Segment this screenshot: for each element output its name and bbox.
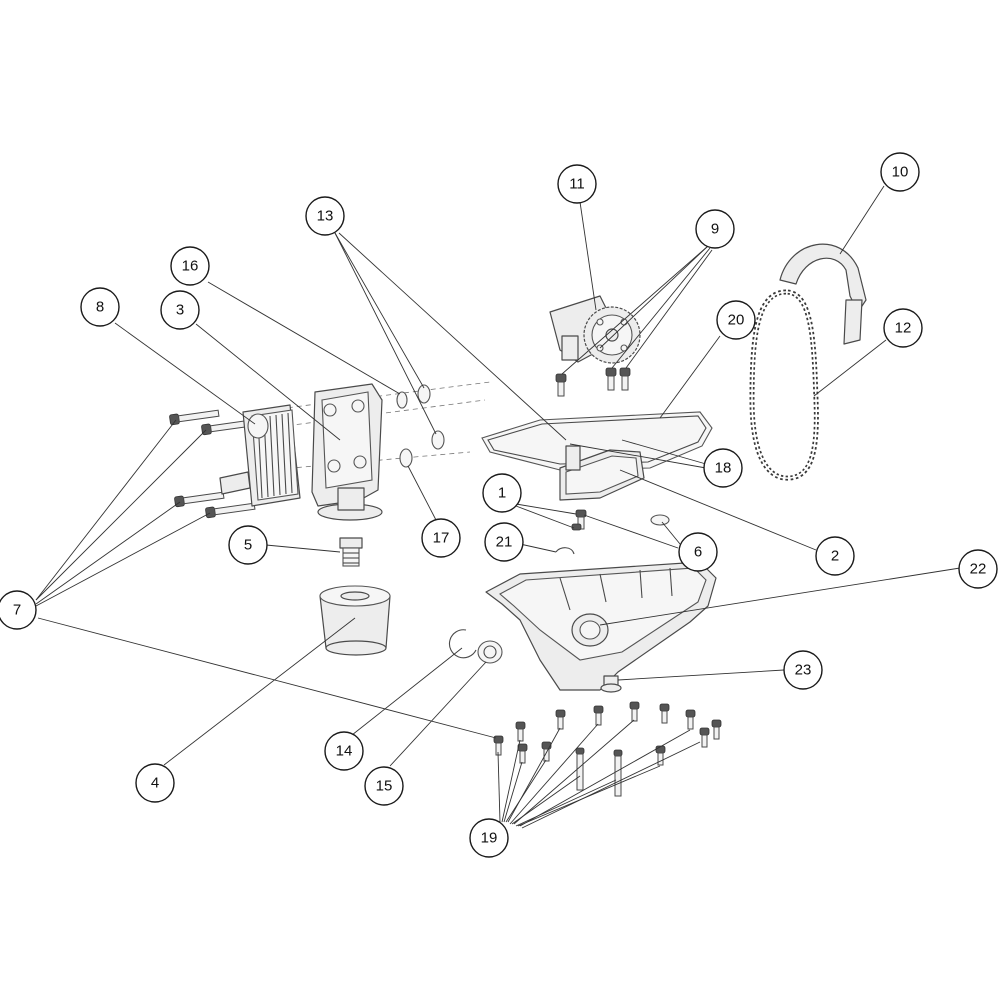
callout-19-label: 19 — [481, 830, 498, 847]
callout-5: 5 — [228, 525, 268, 565]
callout-12-label: 12 — [895, 320, 912, 337]
sump-bolts — [493, 701, 722, 797]
oil-cooler — [219, 404, 301, 507]
pump-bolts — [555, 367, 631, 397]
callout-1-label: 1 — [498, 485, 506, 502]
callout-9-label: 9 — [711, 221, 719, 238]
callout-6-label: 6 — [694, 544, 702, 561]
callout-10-label: 10 — [892, 164, 909, 181]
cooler-bolts — [169, 409, 256, 519]
drain-plug — [600, 675, 622, 693]
callout-20-label: 20 — [728, 312, 745, 329]
timing-chain — [749, 289, 819, 481]
callout-12: 12 — [883, 308, 923, 348]
callout-20: 20 — [716, 300, 756, 340]
callout-18-label: 18 — [715, 460, 732, 477]
callout-16-label: 16 — [182, 258, 199, 275]
callout-13-label: 13 — [317, 208, 334, 225]
callout-8: 8 — [80, 287, 120, 327]
callout-15-label: 15 — [376, 778, 393, 795]
callout-2: 2 — [815, 536, 855, 576]
callout-23: 23 — [783, 650, 823, 690]
sump-gasket — [481, 411, 713, 471]
callout-8-label: 8 — [96, 299, 104, 316]
callout-11-label: 11 — [569, 176, 585, 193]
callout-17: 17 — [421, 518, 461, 558]
callout-16: 16 — [170, 246, 210, 286]
oil-filter — [319, 585, 391, 656]
callout-5-label: 5 — [244, 537, 252, 554]
oil-pump — [549, 295, 641, 364]
oil-sump — [485, 561, 717, 691]
callout-19: 19 — [469, 818, 509, 858]
o-rings — [396, 384, 445, 468]
callout-10: 10 — [880, 152, 920, 192]
callout-21-label: 21 — [496, 534, 513, 551]
callout-18: 18 — [703, 448, 743, 488]
circlip-and-ring — [448, 629, 503, 664]
callout-7-label: 7 — [13, 602, 21, 619]
callout-7: 7 — [0, 590, 37, 630]
oil-strainer — [559, 445, 645, 501]
strainer-fasteners — [555, 509, 670, 555]
callout-3: 3 — [160, 290, 200, 330]
callout-11: 11 — [557, 164, 597, 204]
callout-14-label: 14 — [336, 743, 353, 760]
callout-14: 14 — [324, 731, 364, 771]
callout-2-label: 2 — [831, 548, 839, 565]
chain-guide — [779, 243, 867, 345]
callout-3-label: 3 — [176, 302, 184, 319]
leader-lines — [35, 185, 961, 829]
callout-15: 15 — [364, 766, 404, 806]
callout-6: 6 — [678, 532, 718, 572]
callout-22: 22 — [958, 549, 998, 589]
callout-4: 4 — [135, 763, 175, 803]
callout-4-label: 4 — [151, 775, 159, 792]
callout-23-label: 23 — [795, 662, 812, 679]
callout-1: 1 — [482, 473, 522, 513]
callout-17-label: 17 — [433, 530, 450, 547]
callout-13: 13 — [305, 196, 345, 236]
callout-21: 21 — [484, 522, 524, 562]
filter-nipple — [339, 537, 363, 567]
callout-22-label: 22 — [970, 561, 987, 578]
callout-9: 9 — [695, 209, 735, 249]
oil-filter-housing — [311, 383, 383, 521]
